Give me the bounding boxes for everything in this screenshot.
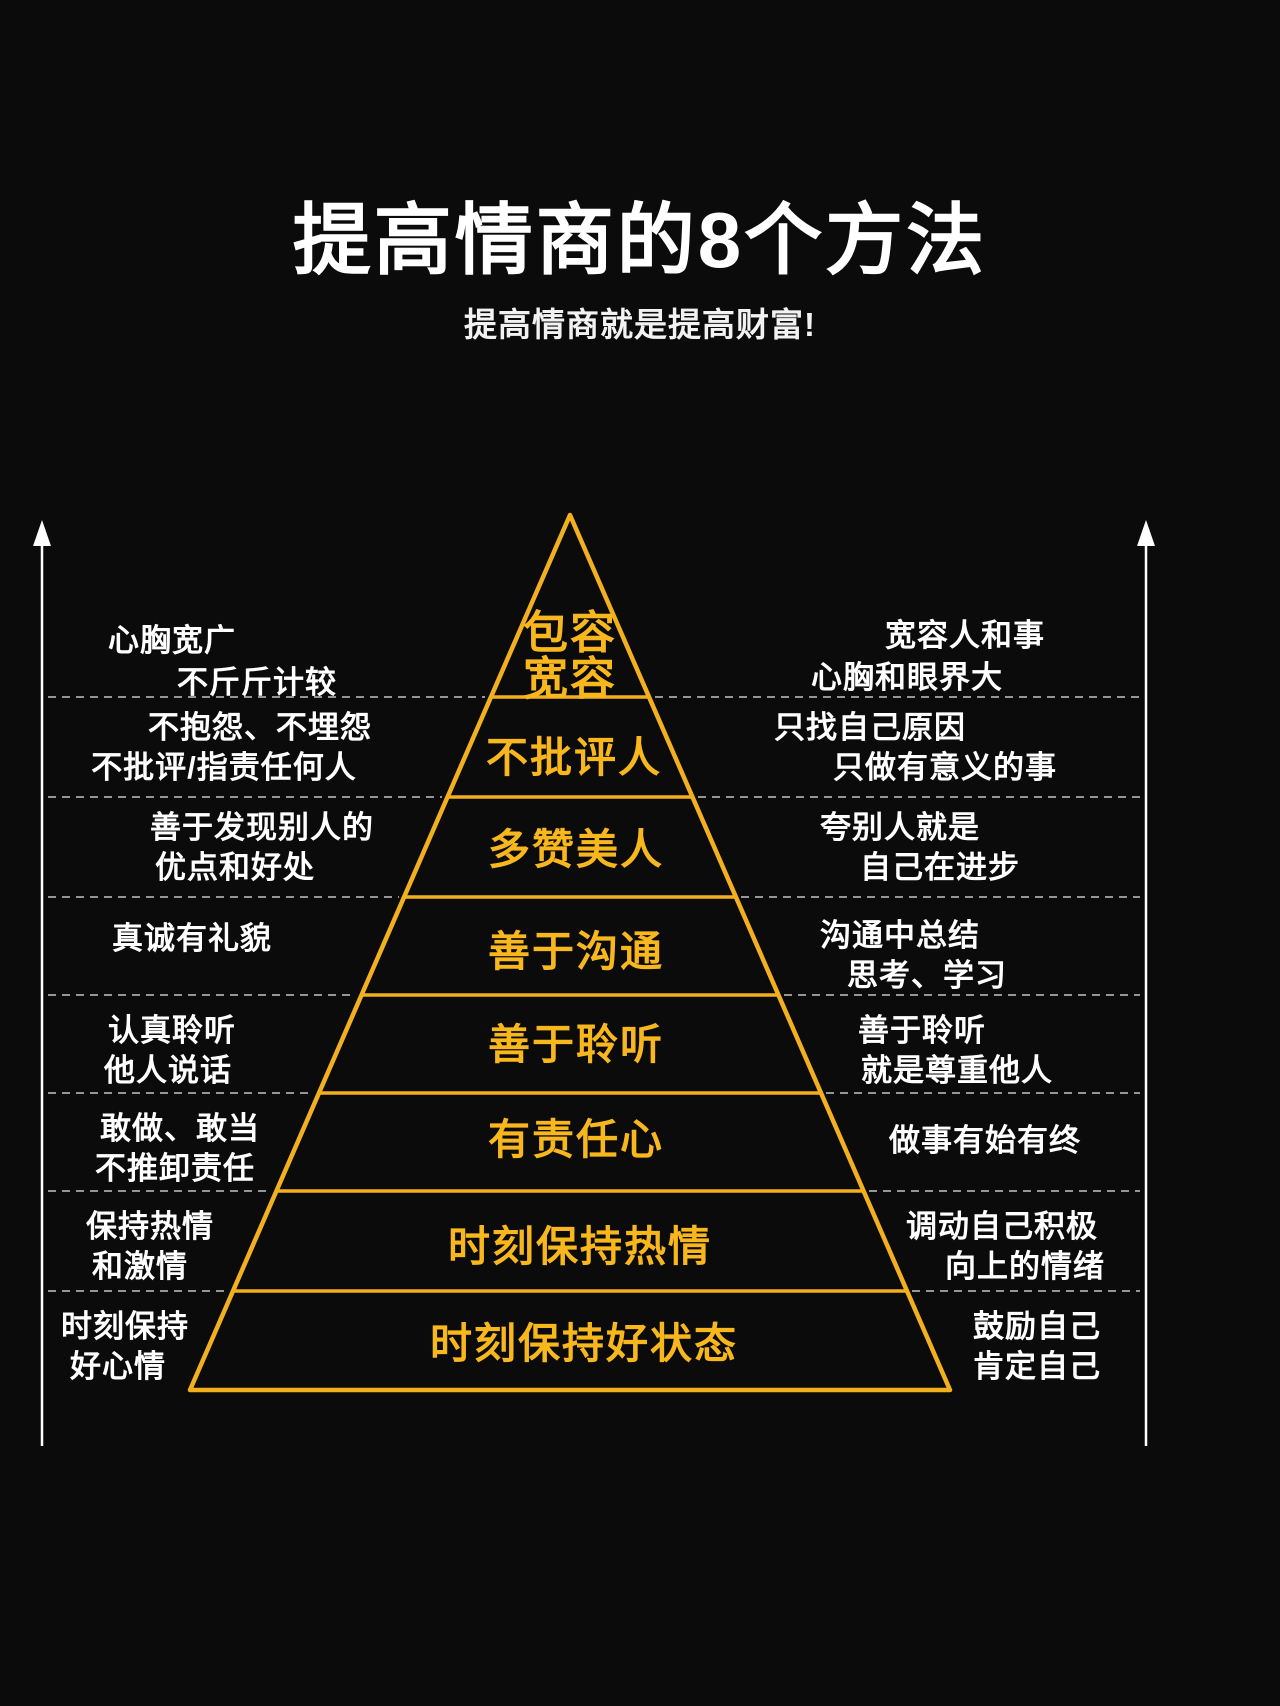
level-6-left-text: 敢做、敢当 [100, 1111, 260, 1146]
level-7-left-text: 和激情 [92, 1249, 188, 1284]
pyramid-level-labels: 包容 宽容 不批评人 多赞美人 善于沟通 善于聆听 有责任心 时刻保持热情 时刻… [430, 607, 738, 1367]
right-axis [1137, 520, 1155, 1446]
level-3-label: 多赞美人 [488, 826, 664, 873]
level-3-right-text: 自己在进步 [860, 850, 1020, 885]
level-3-right-text: 夸别人就是 [820, 810, 980, 845]
level-8-left-text: 好心情 [69, 1349, 166, 1384]
level-1-left-text: 不斤斤计较 [177, 665, 337, 700]
level-4-right-text: 思考、学习 [847, 958, 1007, 993]
left-axis [33, 520, 51, 1446]
level-5-left-text: 认真聆听 [108, 1013, 236, 1048]
level-2-label: 不批评人 [486, 734, 662, 781]
left-annotations: 心胸宽广 不斤斤计较 不抱怨、不埋怨 不批评/指责任何人 善于发现别人的 优点和… [61, 623, 374, 1384]
level-3-left-text: 优点和好处 [155, 850, 315, 885]
level-7-right-text: 调动自己积极 [906, 1209, 1098, 1244]
level-1-left-text: 心胸宽广 [108, 623, 236, 658]
level-7-right-text: 向上的情绪 [945, 1249, 1105, 1284]
level-1-label: 宽容 [523, 653, 617, 704]
level-1-right-text: 心胸和眼界大 [811, 660, 1003, 695]
level-5-label: 善于聆听 [488, 1021, 664, 1068]
up-arrow-icon [33, 520, 51, 546]
level-1-label: 包容 [523, 607, 617, 658]
right-annotations: 宽容人和事 心胸和眼界大 只找自己原因 只做有意义的事 夸别人就是 自己在进步 … [774, 618, 1105, 1384]
level-2-right-text: 只做有意义的事 [833, 750, 1057, 785]
level-4-right-text: 沟通中总结 [820, 918, 980, 953]
dashed-boundaries [48, 696, 1140, 1292]
level-5-right-text: 就是尊重他人 [861, 1053, 1053, 1088]
level-2-left-text: 不批评/指责任何人 [91, 750, 357, 785]
level-5-left-text: 他人说话 [103, 1053, 232, 1088]
level-3-left-text: 善于发现别人的 [150, 810, 374, 845]
pyramid-outline [187, 512, 953, 1393]
level-7-left-text: 保持热情 [86, 1209, 214, 1244]
level-6-right-text: 做事有始有终 [888, 1123, 1081, 1158]
page-title: 提高情商的8个方法 [292, 196, 988, 284]
level-8-left-text: 时刻保持 [61, 1309, 189, 1344]
level-2-left-text: 不抱怨、不埋怨 [148, 710, 372, 745]
page-subtitle: 提高情商就是提高财富! [464, 306, 816, 343]
pyramid-dividers [233, 695, 907, 1293]
level-4-label: 善于沟通 [488, 928, 664, 975]
up-arrow-icon [1137, 520, 1155, 546]
level-6-label: 有责任心 [488, 1116, 664, 1163]
level-6-left-text: 不推卸责任 [95, 1151, 255, 1186]
level-2-right-text: 只找自己原因 [774, 710, 966, 745]
level-8-right-text: 鼓励自己 [973, 1309, 1101, 1344]
level-5-right-text: 善于聆听 [858, 1013, 986, 1048]
level-7-label: 时刻保持热情 [448, 1223, 712, 1270]
level-1-right-text: 宽容人和事 [885, 618, 1045, 653]
level-8-right-text: 肯定自己 [973, 1349, 1101, 1384]
level-8-label: 时刻保持好状态 [430, 1320, 738, 1367]
level-4-left-text: 真诚有礼貌 [112, 921, 272, 956]
